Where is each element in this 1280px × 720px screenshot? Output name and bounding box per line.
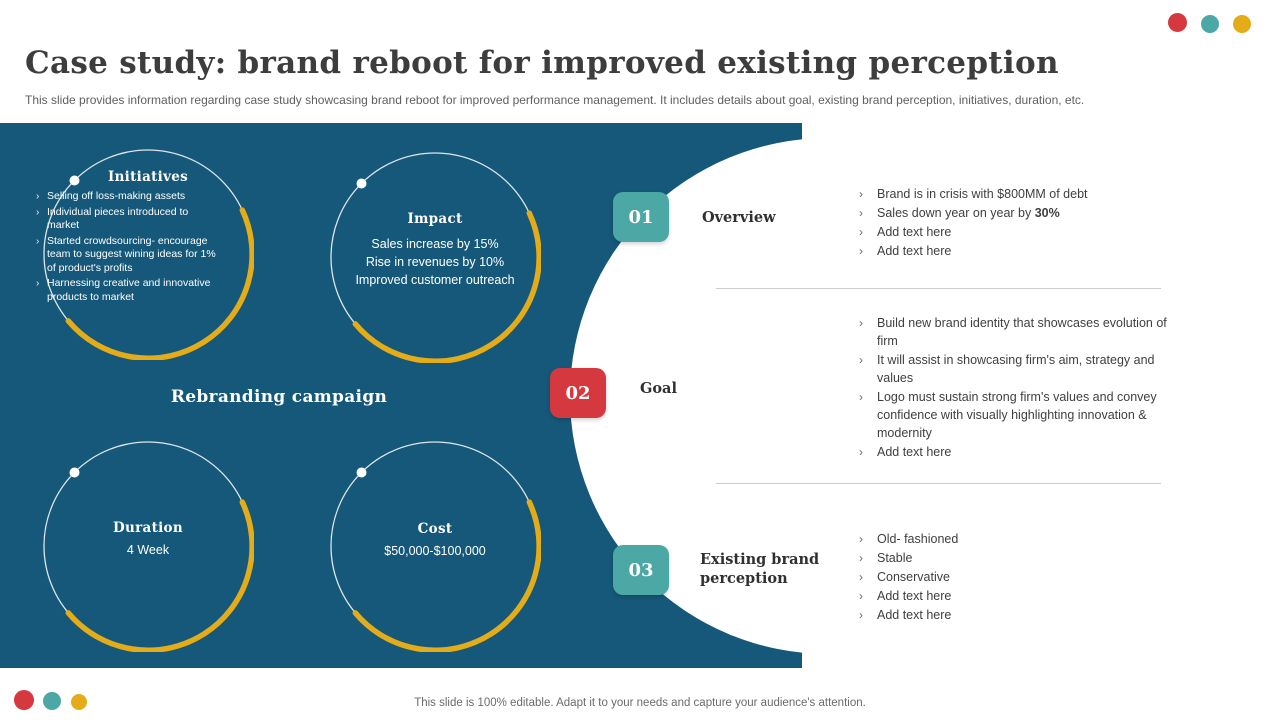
cost-value: $50,000-$100,000 (384, 544, 486, 558)
duration-ring (43, 441, 254, 652)
section-badge-01: 01 (613, 192, 669, 242)
existing-perception-label: Existing brand perception (700, 551, 820, 587)
initiatives-list: ›Selling off loss-making assets ›Individ… (36, 190, 218, 306)
list-item: ›Logo must sustain strong firm's values … (859, 390, 1157, 440)
list-item: ›Add text here (859, 608, 952, 622)
bullet-chevron-icon: › (859, 206, 863, 220)
yellow-arc (352, 210, 541, 363)
footer-note: This slide is 100% editable. Adapt it to… (414, 697, 866, 709)
yellow-arc (65, 499, 254, 652)
decorative-dot-teal-top (1201, 15, 1219, 33)
yellow-arc (65, 207, 254, 360)
bullet-chevron-icon: › (859, 445, 863, 459)
yellow-arc (352, 499, 541, 652)
list-item: ›Conservative (859, 570, 950, 584)
campaign-center-label: Rebranding campaign (170, 387, 388, 407)
node-dot (69, 467, 80, 478)
cost-ring (330, 441, 541, 652)
impact-line: Improved customer outreach (355, 273, 515, 287)
duration-value: 4 Week (126, 543, 170, 557)
list-item: ›Add text here (859, 589, 952, 603)
bullet-chevron-icon: › (859, 390, 863, 404)
bullet-chevron-icon: › (36, 278, 40, 289)
bold-value: 30% (1034, 206, 1060, 220)
node-dot (356, 178, 367, 189)
page-subtitle: This slide provides information regardin… (25, 93, 1085, 107)
bullet-chevron-icon: › (36, 206, 40, 218)
list-item: ›Old- fashioned (859, 532, 959, 546)
decorative-dot-teal-bottom (43, 692, 61, 710)
bullet-chevron-icon: › (859, 225, 863, 239)
bullet-chevron-icon: › (36, 235, 40, 247)
list-item: ›Build new brand identity that showcases… (859, 316, 1167, 348)
overview-label: Overview (702, 209, 776, 226)
goal-label: Goal (640, 380, 677, 397)
list-item: ›Selling off loss-making assets (36, 190, 186, 202)
list-item: ›Individual pieces introduced to market (36, 205, 189, 232)
overview-list: ›Brand is in crisis with $800MM of debt … (855, 185, 1167, 261)
initiatives-title: Initiatives (107, 169, 189, 185)
section-divider (716, 483, 1161, 484)
page-title: Case study: brand reboot for improved ex… (25, 44, 1059, 81)
list-item: ›Add text here (859, 244, 952, 258)
impact-title: Impact (407, 211, 463, 227)
impact-line: Rise in revenues by 10% (365, 255, 505, 269)
bullet-chevron-icon: › (859, 551, 863, 565)
impact-ring (330, 152, 541, 363)
decorative-dot-yellow-bottom (71, 694, 87, 710)
cost-title: Cost (417, 521, 453, 537)
decorative-dot-red-top (1168, 13, 1187, 32)
node-dot (356, 467, 367, 478)
list-item: ›Harnessing creative and innovative prod… (36, 277, 211, 303)
section-divider (716, 288, 1161, 289)
list-item: ›Add text here (859, 225, 952, 239)
list-item: ›Stable (859, 551, 913, 565)
impact-lines: Sales increase by 15% Rise in revenues b… (305, 235, 565, 289)
section-badge-02: 02 (550, 368, 606, 418)
goal-list: ›Build new brand identity that showcases… (855, 314, 1167, 462)
bullet-chevron-icon: › (859, 187, 863, 201)
bullet-chevron-icon: › (859, 353, 863, 367)
list-item: ›Add text here (859, 445, 952, 459)
initiatives-ring (43, 149, 254, 360)
bullet-chevron-icon: › (859, 608, 863, 622)
duration-title: Duration (113, 520, 183, 536)
existing-perception-list: ›Old- fashioned ›Stable ›Conservative ›A… (855, 530, 1167, 625)
bullet-chevron-icon: › (859, 316, 863, 330)
list-item: ›It will assist in showcasing firm's aim… (859, 353, 1155, 385)
bullet-chevron-icon: › (859, 589, 863, 603)
list-item: ›Sales down year on year by 30% (859, 206, 1060, 220)
section-badge-03: 03 (613, 545, 669, 595)
list-item: ›Brand is in crisis with $800MM of debt (859, 187, 1088, 201)
bullet-chevron-icon: › (859, 570, 863, 584)
impact-line: Sales increase by 15% (371, 237, 499, 251)
bullet-chevron-icon: › (859, 532, 863, 546)
bullet-chevron-icon: › (36, 191, 40, 202)
bullet-chevron-icon: › (859, 244, 863, 258)
list-item: ›Started crowdsourcing- encourage team t… (36, 234, 216, 274)
decorative-dot-yellow-top (1233, 15, 1251, 33)
node-dot (69, 175, 80, 186)
decorative-dot-red-bottom (14, 690, 34, 710)
